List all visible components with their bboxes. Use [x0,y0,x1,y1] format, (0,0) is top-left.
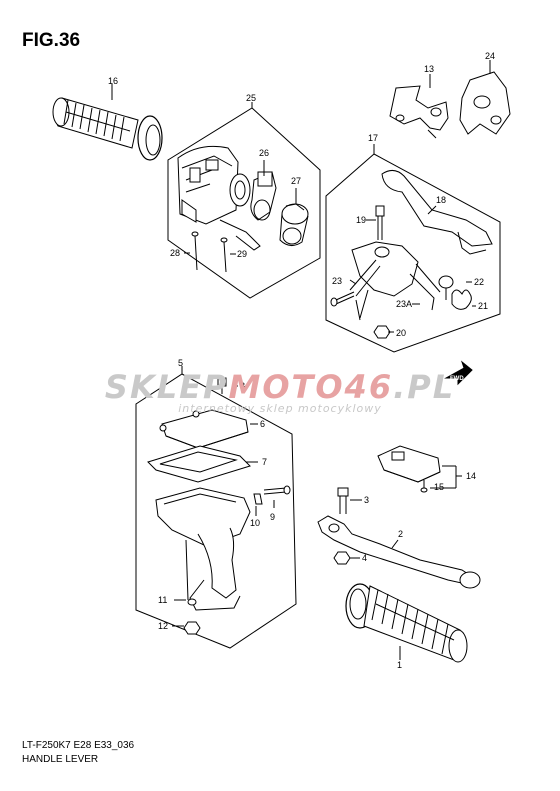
callout-7: 7 [262,457,267,467]
bolt-9 [263,485,291,495]
callout-16: 16 [108,76,118,86]
callout-6: 6 [260,419,265,429]
callout-25: 25 [246,93,256,103]
callout-27: 27 [291,176,301,186]
callout-26: 26 [259,148,269,158]
callout-15: 15 [434,482,444,492]
callout-14: 14 [466,471,476,481]
callout-8: 8 [240,381,245,391]
callout-12: 12 [158,621,168,631]
group-frame-17 [325,153,501,353]
fwd-label: FWD [450,376,464,382]
callout-23: 23 [332,276,342,286]
watermark-brand-part1: SKLEP [104,368,229,406]
right-grip [345,583,468,663]
lever-bracket-assembly [349,241,441,321]
callout-23a: 23A [396,299,412,309]
callout-18: 18 [436,195,446,205]
callout-17: 17 [368,133,378,143]
nut-20 [373,325,391,339]
watermark-brand-part3: .PL [393,368,456,406]
bolt-3 [337,487,349,514]
switch-bracket-13 [389,85,449,139]
pin-22 [438,275,454,300]
callout-11: 11 [158,595,167,605]
lever-holder-24 [459,71,511,135]
switch-screws [191,231,228,273]
callout-13: 13 [424,64,434,74]
reservoir-cap-6 [159,409,249,449]
callout-24: 24 [485,51,495,61]
callout-1: 1 [397,660,402,670]
model-code: LT-F250K7 E28 E33_036 [22,740,135,751]
rear-brake-lever [381,170,493,255]
screw-10 [253,493,263,505]
callout-10: 10 [250,518,260,528]
callout-4: 4 [362,553,367,563]
master-cylinder-body [155,487,251,611]
handlebar-switch-assembly [177,145,261,251]
callout-21: 21 [478,301,488,311]
callout-29: 29 [237,249,247,259]
front-brake-lever-2 [317,515,481,589]
left-grip [52,97,163,161]
watermark-tagline: internetowy sklep motocyklowy [178,402,382,415]
nut-12 [183,621,201,635]
callout-28: 28 [170,248,180,258]
callout-22: 22 [474,277,484,287]
fwd-arrow-icon [444,360,473,386]
group-frame-25 [167,107,321,299]
figure-caption: HANDLE LEVER [22,754,99,765]
watermark-brand-part2: MOTO46 [228,368,394,406]
bolt-19 [375,205,385,240]
screw-15 [420,480,428,493]
nut-4 [333,551,351,565]
callout-3: 3 [364,495,369,505]
callout-5: 5 [178,358,183,368]
spring-21 [451,289,472,310]
throttle-housing-cap [279,203,309,246]
throttle-lever [250,171,277,221]
diaphragm-plate-7 [147,445,251,483]
callout-2: 2 [398,529,403,539]
figure-title: FIG.36 [22,30,81,51]
callout-20: 20 [396,328,406,338]
screw-11 [187,598,197,606]
screw-23 [330,291,355,307]
watermark-brand: SKLEPMOTO46.PL [0,368,560,406]
group-frame-5 [135,373,297,649]
stop-switch-14 [377,445,441,483]
small-screw-8 [217,377,227,394]
callout-19: 19 [356,215,366,225]
callout-9: 9 [270,512,275,522]
